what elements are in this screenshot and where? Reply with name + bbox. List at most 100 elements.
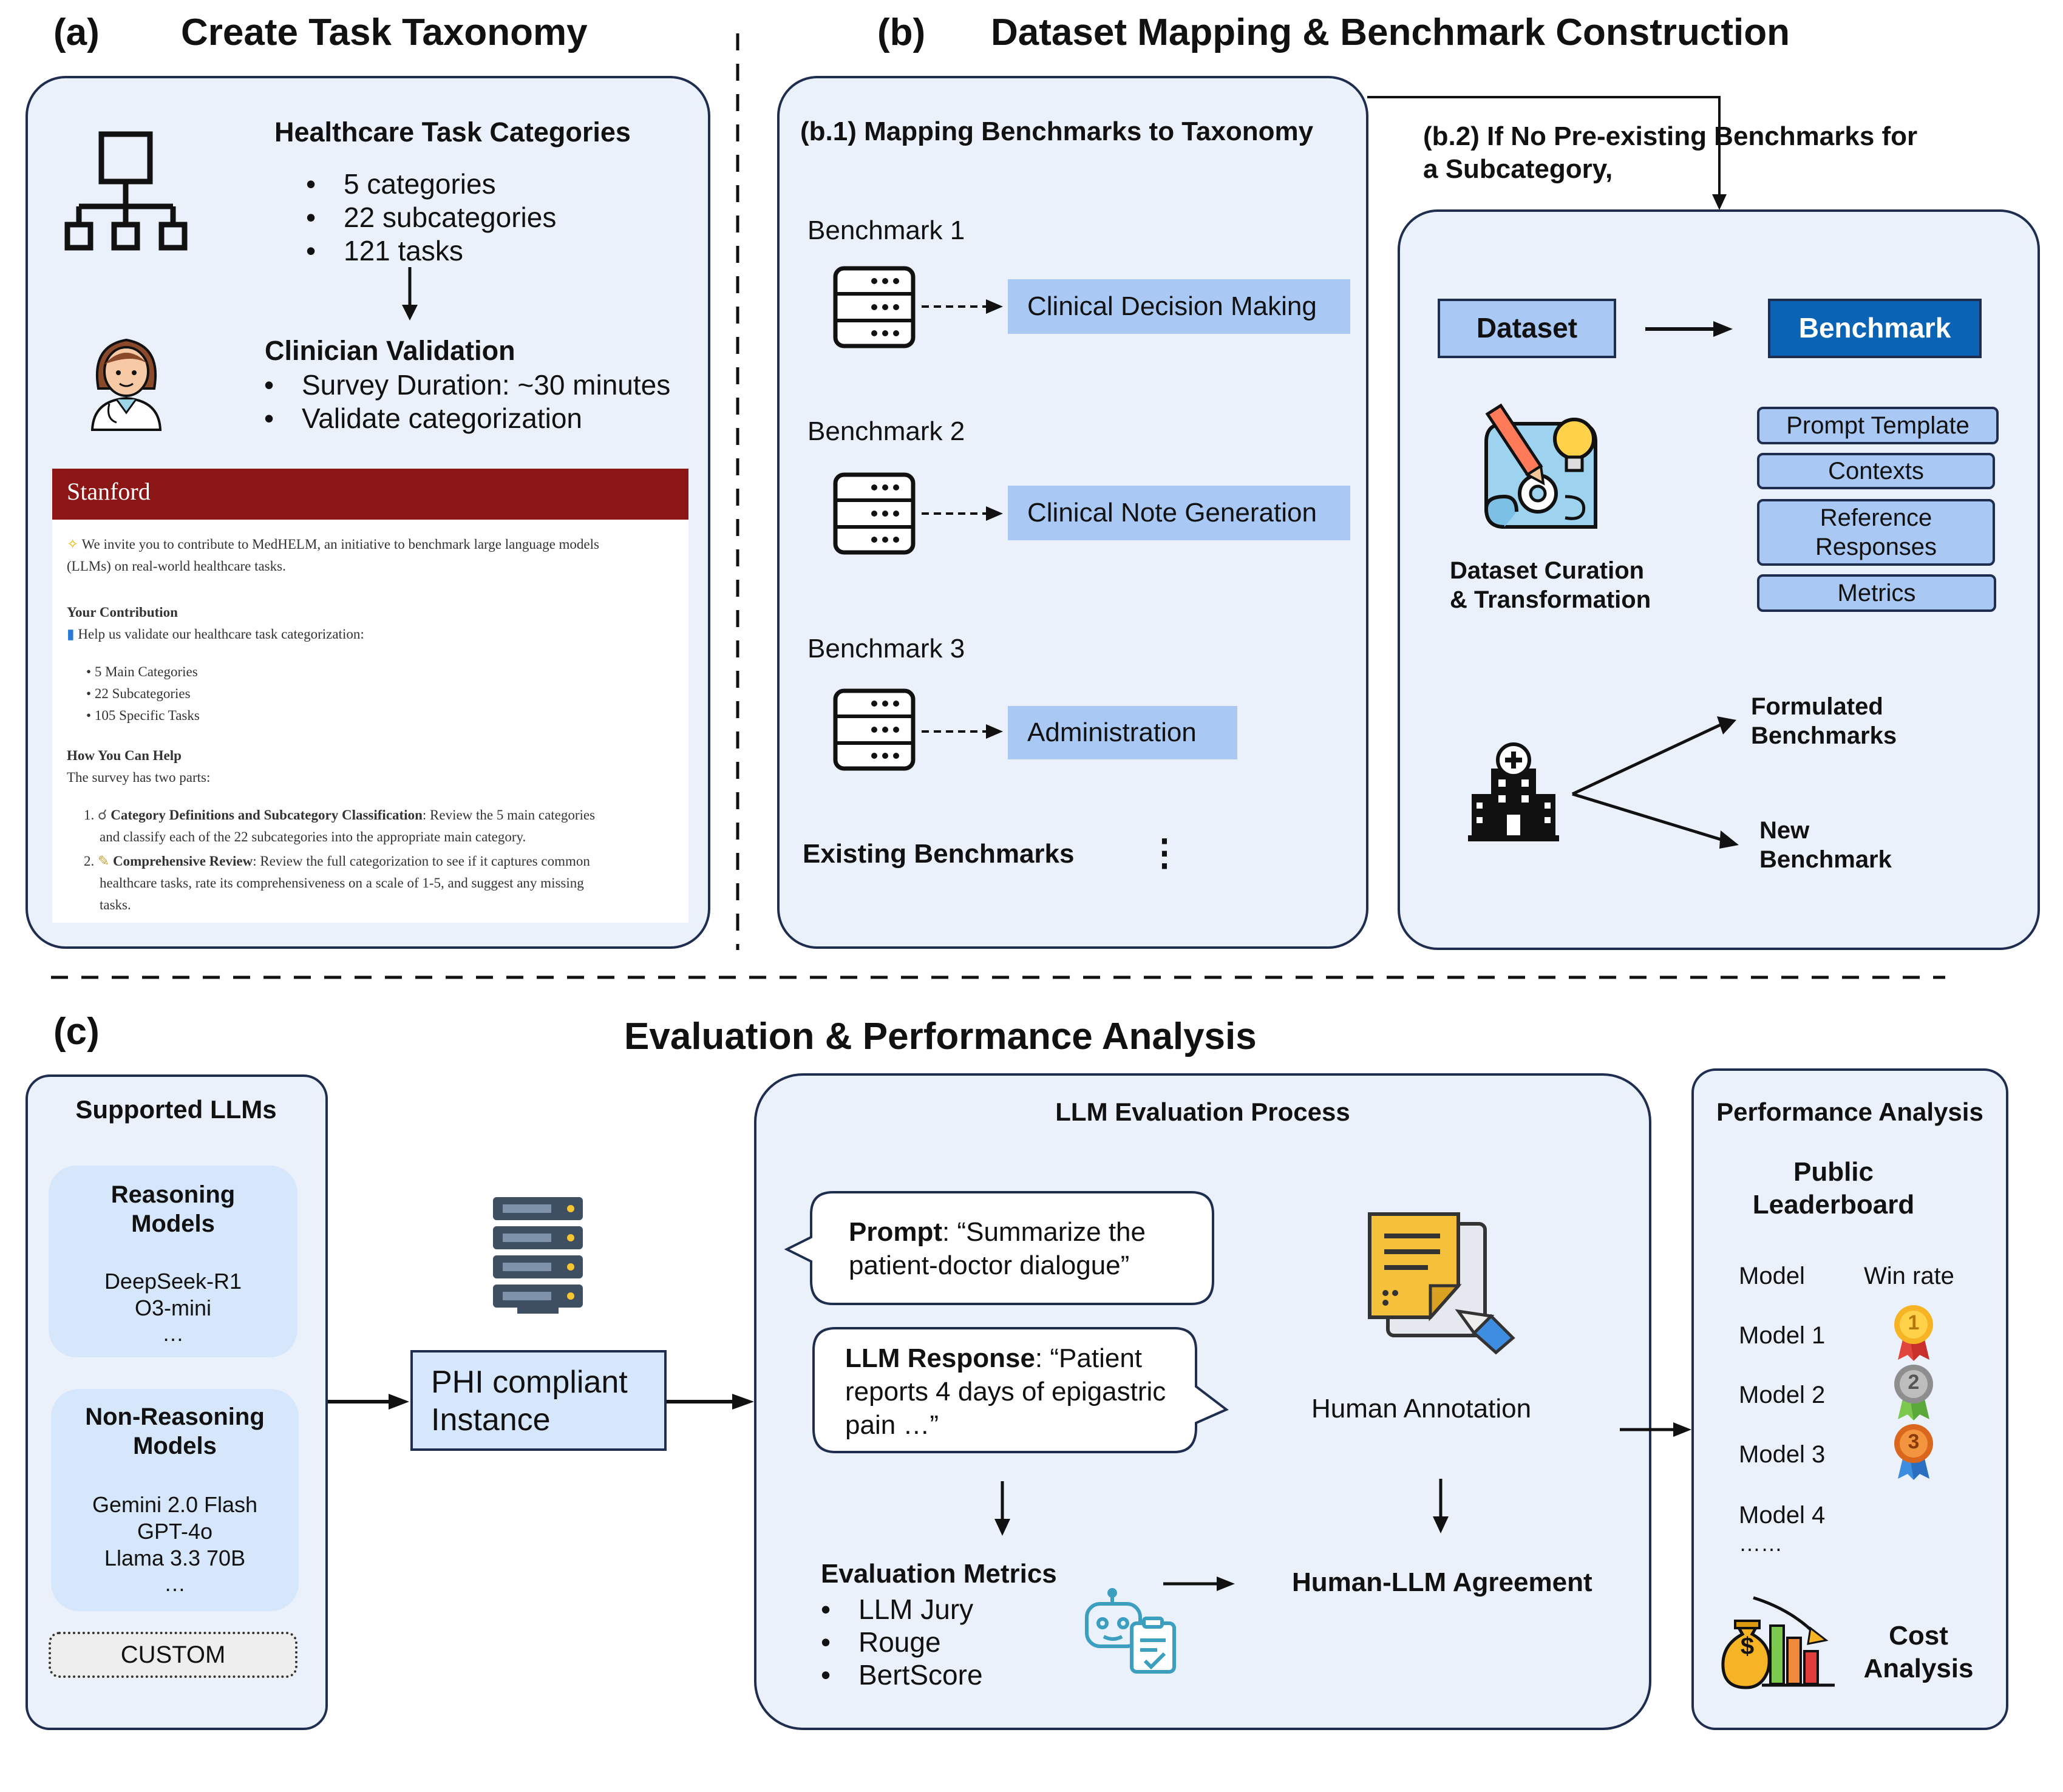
leaderboard-title-1: Public — [1793, 1157, 1874, 1187]
database-icon — [833, 266, 916, 348]
right-arrow — [328, 1394, 409, 1410]
model-name: Gemini 2.0 Flash — [92, 1492, 258, 1517]
survey-screenshot: Stanford ✧ We invite you to contribute t… — [52, 469, 688, 923]
section-a-label: (a) — [53, 12, 100, 53]
metric-item: BertScore — [821, 1658, 982, 1691]
b2-title-line1: (b.2) If No Pre-existing Benchmarks for — [1423, 121, 1918, 151]
validate-categorization: Validate categorization — [264, 402, 582, 435]
leaderboard-model: Model 2 — [1739, 1382, 1826, 1408]
dashed-arrow — [922, 506, 1003, 521]
cost-analysis-icon — [1721, 1596, 1835, 1689]
prompt-template-box: Prompt Template — [1757, 407, 1999, 444]
cost-label-1: Cost — [1889, 1621, 1948, 1651]
reasoning-title-2: Models — [131, 1210, 215, 1237]
down-arrow — [402, 267, 418, 321]
database-icon — [833, 472, 916, 555]
survey-intro: ✧ We invite you to contribute to MedHELM… — [67, 537, 599, 552]
leaderboard-model: Model 4 — [1739, 1502, 1826, 1529]
survey-list-item: • 22 Subcategories — [86, 686, 191, 701]
b1-title: (b.1) Mapping Benchmarks to Taxonomy — [800, 117, 1314, 146]
prompt-bubble — [784, 1191, 1214, 1305]
dataset-box: Dataset — [1438, 299, 1616, 358]
response-bubble — [812, 1327, 1229, 1453]
human-annotation-label: Human Annotation — [1311, 1394, 1532, 1424]
database-icon — [833, 688, 916, 771]
custom-model-box: CUSTOM — [49, 1632, 297, 1678]
existing-benchmarks-label: Existing Benchmarks — [803, 839, 1075, 869]
benchmark-2-label: Benchmark 2 — [807, 416, 965, 446]
right-arrow — [1163, 1576, 1235, 1591]
help-text: The survey has two parts: — [67, 770, 211, 785]
survey-step-1-cont: and classify each of the 22 subcategorie… — [100, 829, 526, 844]
contribution-text: ▮ Help us validate our healthcare task c… — [67, 626, 364, 642]
cost-label-2: Analysis — [1863, 1654, 1974, 1683]
memo-icon: ✎ — [98, 854, 110, 869]
clinician-icon — [90, 338, 162, 431]
supported-llms-title: Supported LLMs — [75, 1095, 277, 1124]
model-name: GPT-4o — [137, 1519, 213, 1544]
formulated-label-1: Formulated — [1751, 693, 1883, 720]
administration-box: Administration — [1008, 706, 1237, 759]
sparkle-icon: ✧ — [67, 537, 79, 552]
benchmark-3-label: Benchmark 3 — [807, 634, 965, 664]
clinical-note-generation-box: Clinical Note Generation — [1008, 486, 1350, 540]
leaderboard-more: …… — [1739, 1531, 1783, 1556]
survey-duration: Survey Duration: ~30 minutes — [264, 368, 670, 401]
new-label-2: Benchmark — [1759, 846, 1892, 873]
survey-list-item: • 5 Main Categories — [86, 664, 198, 679]
b2-title-line2: a Subcategory, — [1423, 154, 1613, 184]
dashed-arrow — [922, 724, 1003, 739]
more-dots: ⋮ — [1146, 832, 1183, 873]
winrate-column-header: Win rate — [1864, 1263, 1954, 1289]
model-name: Llama 3.3 70B — [104, 1546, 246, 1570]
survey-step-1: 1. ☌ Category Definitions and Subcategor… — [84, 807, 596, 823]
robot-icon — [1085, 1588, 1176, 1674]
phi-label-2: Instance — [431, 1402, 551, 1438]
leaderboard-model: Model 1 — [1739, 1322, 1826, 1349]
phi-label-1: PHI compliant — [431, 1365, 628, 1400]
annotation-icon — [1368, 1212, 1515, 1355]
subcategory-count: 22 subcategories — [306, 201, 556, 234]
metrics-box: Metrics — [1757, 574, 1996, 612]
model-name: … — [164, 1571, 186, 1596]
non-reasoning-title-1: Non-Reasoning — [85, 1403, 265, 1430]
prompt-text: Prompt: “Summarize the patient-doctor di… — [849, 1217, 1146, 1280]
bronze-medal-icon: 3 — [1891, 1423, 1937, 1481]
connector-arrow — [1367, 96, 1727, 210]
clinical-decision-making-box: Clinical Decision Making — [1008, 279, 1350, 334]
right-arrow — [1645, 321, 1733, 337]
magnifier-icon: ☌ — [98, 807, 107, 823]
leaderboard-model: Model 3 — [1739, 1441, 1826, 1468]
section-a-title: Create Task Taxonomy — [181, 12, 588, 53]
contexts-box: Contexts — [1757, 453, 1995, 489]
chart-icon: ▮ — [67, 626, 75, 642]
benchmark-box: Benchmark — [1768, 299, 1982, 358]
curation-label-2: & Transformation — [1450, 586, 1651, 613]
survey-list-item: • 105 Specific Tasks — [86, 708, 200, 723]
gold-medal-icon: 1 — [1891, 1304, 1937, 1362]
right-arrow — [1620, 1422, 1691, 1437]
benchmark-1-label: Benchmark 1 — [807, 216, 965, 245]
reasoning-title-1: Reasoning — [110, 1181, 236, 1208]
non-reasoning-models-card — [51, 1389, 299, 1611]
response-text: LLM Response: “Patient reports 4 days of… — [845, 1343, 1166, 1440]
reasoning-models-card — [49, 1166, 297, 1357]
silver-medal-icon: 2 — [1891, 1363, 1937, 1422]
performance-title: Performance Analysis — [1716, 1098, 1983, 1126]
model-column-header: Model — [1739, 1263, 1805, 1289]
section-c-title: Evaluation & Performance Analysis — [624, 1016, 1257, 1057]
model-name: … — [162, 1321, 184, 1346]
section-b-title: Dataset Mapping & Benchmark Construction — [991, 12, 1790, 53]
survey-step-2-cont2: tasks. — [100, 897, 131, 912]
hierarchy-icon — [64, 131, 188, 251]
vertical-divider — [736, 33, 739, 950]
non-reasoning-title-2: Models — [133, 1433, 217, 1459]
contribution-heading: Your Contribution — [67, 605, 178, 620]
new-label-1: New — [1759, 817, 1810, 844]
model-name: DeepSeek-R1 — [104, 1269, 242, 1294]
categories-heading: Healthcare Task Categories — [274, 117, 631, 148]
dashed-arrow — [922, 299, 1003, 314]
metric-item: Rouge — [821, 1626, 940, 1658]
section-b-label: (b) — [877, 12, 926, 53]
curation-label-1: Dataset Curation — [1450, 557, 1645, 584]
